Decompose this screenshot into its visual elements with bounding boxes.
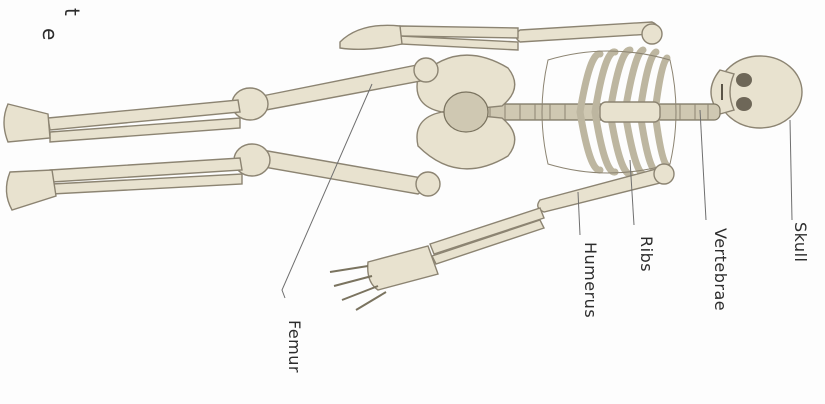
upper-arm-top: [340, 22, 662, 50]
page-fragment-2: e: [38, 28, 62, 41]
skull-bone: [711, 56, 802, 128]
label-vertebrae: Vertebrae: [711, 228, 730, 311]
label-femur: Femur: [285, 320, 304, 373]
leg-bottom: [6, 144, 440, 210]
page-fragment-1: t: [60, 8, 84, 16]
leg-top: [4, 58, 438, 142]
label-humerus: Humerus: [581, 242, 600, 318]
label-skull: Skull: [791, 222, 810, 262]
label-ribs: Ribs: [637, 236, 656, 272]
